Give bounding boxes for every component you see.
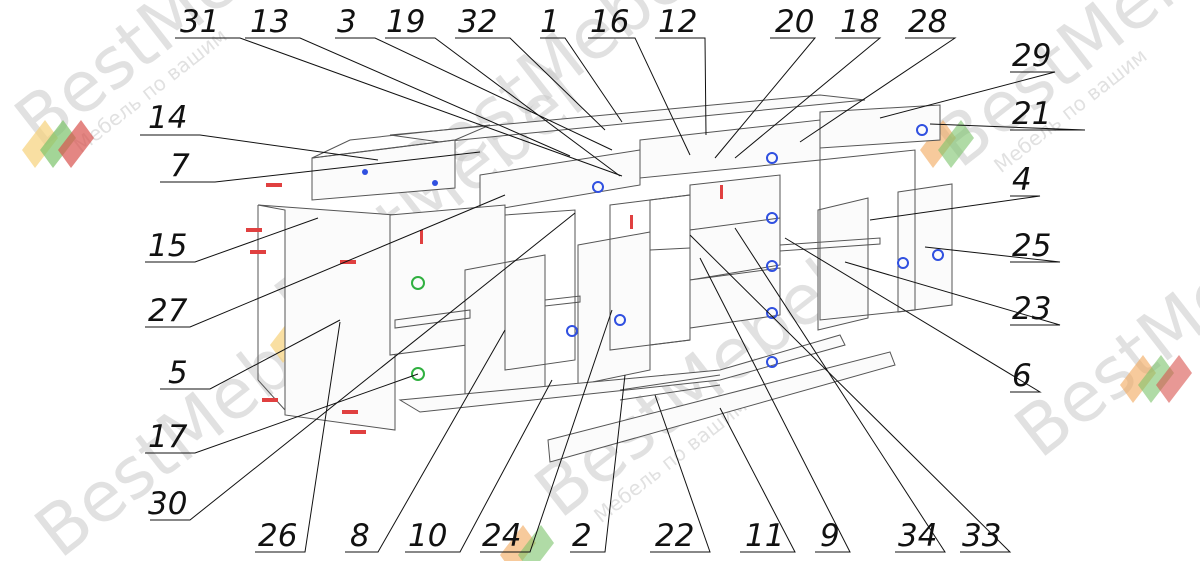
callout-25: 25 — [1012, 228, 1051, 264]
callout-19: 19 — [386, 4, 425, 40]
callout-11: 11 — [745, 518, 784, 554]
callout-20: 20 — [775, 4, 814, 40]
callout-23: 23 — [1012, 291, 1051, 327]
callout-7: 7 — [170, 148, 190, 184]
exploded-furniture — [246, 94, 953, 463]
callout-17: 17 — [148, 419, 188, 455]
callout-5: 5 — [168, 355, 188, 391]
drawer-box-2 — [479, 149, 641, 213]
callout-8: 8 — [350, 518, 370, 554]
right-door-1 — [817, 197, 869, 331]
middle-door — [577, 231, 651, 386]
callout-12: 12 — [658, 4, 697, 40]
shelf-center — [544, 295, 581, 307]
fasteners — [246, 124, 944, 434]
drawer-box-4 — [819, 104, 941, 149]
callout-24: 24 — [482, 518, 521, 554]
callout-33: 33 — [962, 518, 1001, 554]
callout-31: 31 — [180, 4, 219, 40]
drawer-box-3 — [639, 119, 821, 179]
callout-18: 18 — [840, 4, 879, 40]
callout-10: 10 — [408, 518, 447, 554]
callout-labels: 31 13 3 19 32 1 16 12 20 18 28 14 7 15 2… — [148, 4, 1051, 554]
callout-21: 21 — [1012, 96, 1051, 132]
partition-2 — [504, 209, 576, 371]
plinth — [547, 351, 896, 463]
callout-30: 30 — [148, 486, 187, 522]
watermark-brand: BestMebel — [920, 0, 1200, 183]
top-panel — [389, 94, 866, 143]
callout-34: 34 — [898, 518, 937, 554]
right-side-panel — [819, 149, 916, 321]
callout-28: 28 — [908, 4, 947, 40]
callout-22: 22 — [655, 518, 694, 554]
callout-4: 4 — [1012, 162, 1032, 198]
left-side-panel — [257, 204, 396, 431]
callout-13: 13 — [250, 4, 289, 40]
callout-16: 16 — [590, 4, 629, 40]
right-door-2 — [897, 183, 953, 313]
shelf-left — [394, 309, 471, 329]
callout-27: 27 — [148, 293, 188, 329]
callout-6: 6 — [1012, 358, 1032, 394]
callout-2: 2 — [572, 518, 592, 554]
callout-9: 9 — [820, 518, 840, 554]
bottom-panel — [398, 334, 846, 413]
callout-3: 3 — [337, 4, 357, 40]
callout-15: 15 — [148, 228, 187, 264]
shelf-right — [779, 237, 881, 252]
callout-14: 14 — [148, 100, 187, 136]
callout-32: 32 — [458, 4, 497, 40]
callout-1: 1 — [540, 4, 560, 40]
leader-lines — [140, 37, 1086, 553]
callout-29: 29 — [1012, 38, 1051, 74]
callout-26: 26 — [258, 518, 297, 554]
